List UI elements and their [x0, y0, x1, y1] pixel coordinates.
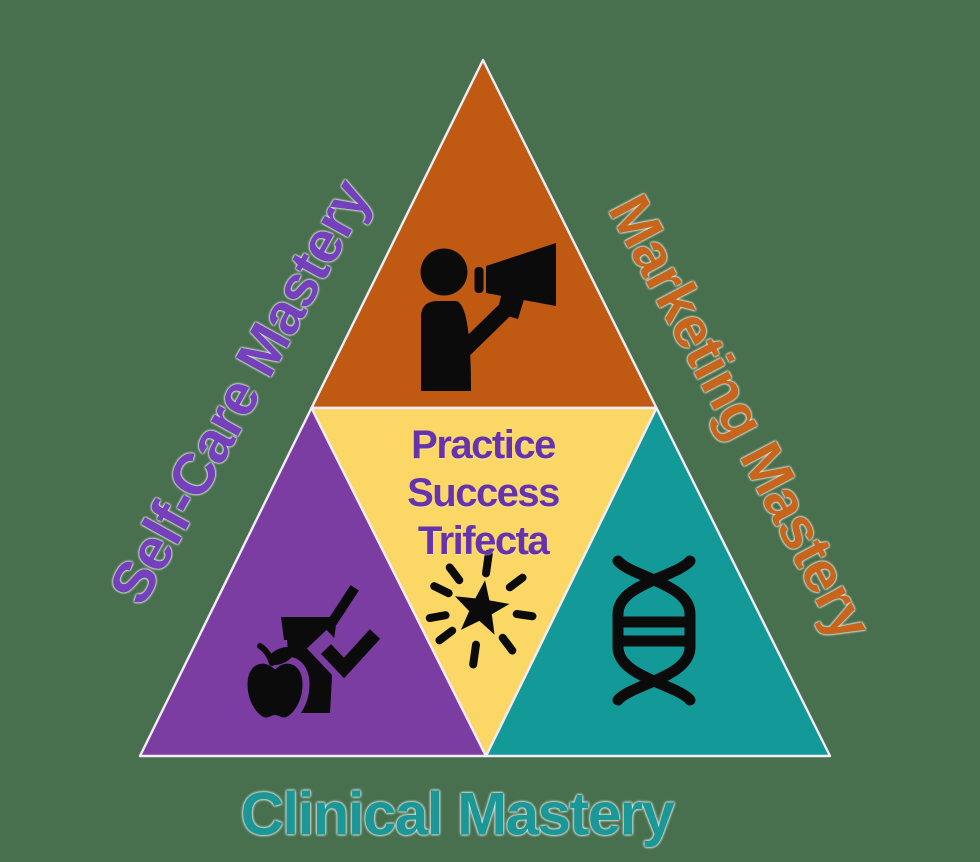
apple-drink-checkmark-icon	[240, 585, 395, 725]
center-title-line2: Success	[407, 471, 560, 515]
center-title-line3: Trifecta	[417, 519, 550, 563]
apple-body	[240, 656, 310, 725]
center-title-line1: Practice	[411, 423, 556, 467]
clinical-mastery-label: Clinical Mastery	[240, 780, 675, 848]
center-title: Practice Success Trifecta	[407, 421, 560, 565]
dna-icon	[612, 555, 696, 706]
person-torso	[421, 301, 471, 391]
megaphone-handle	[497, 292, 525, 319]
megaphone-cone	[486, 243, 556, 306]
person-head	[420, 248, 468, 296]
star-rays	[425, 549, 537, 669]
checkmark	[320, 629, 381, 679]
star-shape	[454, 580, 510, 635]
apple-leaf	[267, 646, 295, 666]
megaphone-mouthpiece	[474, 267, 484, 293]
sparkle-star-icon	[425, 549, 537, 669]
megaphone-person-icon	[420, 243, 556, 391]
triangle-center	[310, 406, 658, 758]
dna-strand-right	[612, 555, 696, 706]
dna-strand-left	[612, 555, 696, 706]
drink-straw	[328, 585, 359, 625]
